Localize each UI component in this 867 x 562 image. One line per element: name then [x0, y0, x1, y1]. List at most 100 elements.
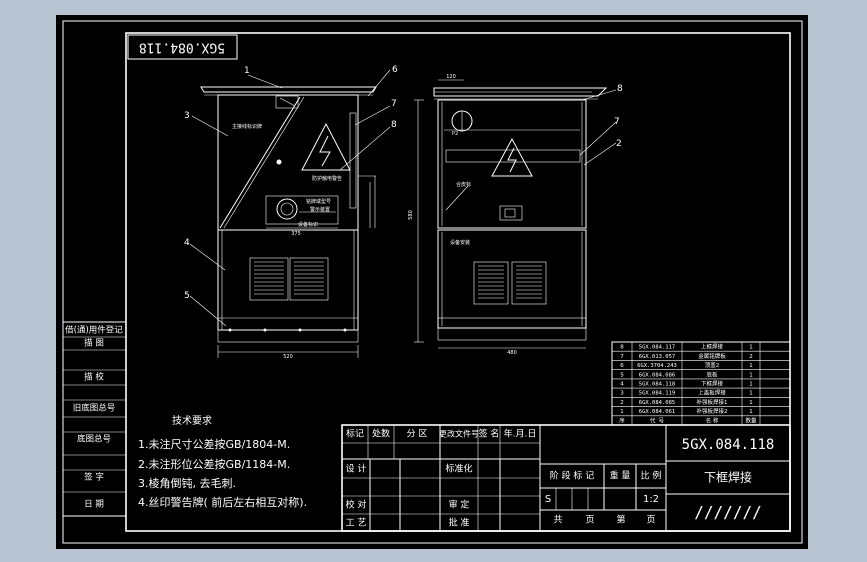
bom-cell: 补强板焊接1 — [697, 398, 728, 406]
bom-cell: 顶盖2 — [705, 361, 720, 369]
strip-reuse: 借(通)用件登记 — [65, 325, 123, 336]
bom-cell: 2 — [620, 400, 624, 406]
front-warning-triangle — [301, 122, 351, 171]
front-callout-7: 7 — [391, 99, 397, 109]
bom-cell: 5 — [620, 372, 624, 378]
bom-cell: 7 — [620, 354, 624, 360]
front-label-warning: 防护触电警告 — [312, 175, 342, 182]
front-vent-right — [289, 257, 329, 301]
bom-cell: 上盖板焊接 — [698, 389, 726, 397]
model-space — [56, 15, 808, 549]
front-callout-5: 5 — [184, 291, 190, 301]
side-dim-580: 580 — [408, 210, 414, 220]
tech-item-2: 2.未注形位公差按GB/1184-M. — [138, 457, 290, 471]
bom-header-cell: 名 称 — [706, 416, 719, 424]
tb-weight-label: 重 量 — [610, 470, 631, 482]
tb-check: 校 对 — [346, 499, 367, 511]
side-vent-right — [511, 261, 547, 305]
strip-sign: 签 字 — [84, 472, 104, 483]
front-dim-width: 520 — [283, 354, 293, 360]
front-callout-8: 8 — [391, 120, 397, 130]
tb-count: 处数 — [372, 428, 390, 440]
bom-cell: 1 — [749, 363, 753, 369]
left-registration-strip: 借(通)用件登记 描 图 描 校 旧底图总号 底图总号 签 字 日 期 — [62, 321, 127, 517]
bom-cell: 6GX.3704.243 — [637, 363, 677, 369]
front-callout-1: 1 — [244, 66, 250, 76]
technical-requirements: 技术要求 1.未注尺寸公差按GB/1804-M. 2.未注形位公差按GB/118… — [138, 414, 307, 509]
tb-design: 设 计 — [346, 463, 367, 475]
tech-heading: 技术要求 — [172, 414, 212, 427]
bom-cell: 6GX.084.085 — [639, 400, 675, 406]
bom-cell: 6GX.084.086 — [639, 372, 675, 378]
bom-cell: 2 — [749, 354, 753, 360]
front-callout-3: 3 — [184, 111, 190, 121]
front-dim-375: 375 — [291, 231, 301, 237]
side-dim-p2: P2 — [452, 131, 458, 137]
outer-frame — [62, 20, 803, 544]
tb-zone: 分 区 — [407, 429, 428, 440]
bom-cell: 金属铭牌板 — [698, 352, 726, 360]
front-view: 1 6 3 7 8 4 5 主接线标识牌 防护触电警告 铭牌或型号 警示装置 设… — [184, 65, 398, 360]
front-label-alarm: 警示装置 — [310, 206, 330, 213]
side-warning-triangle — [491, 137, 533, 177]
side-vent-left — [473, 261, 509, 305]
side-lower-cabinet — [437, 229, 587, 329]
bom-cell: 1 — [749, 372, 753, 378]
bom-cell: 6GX.013.057 — [639, 354, 675, 360]
bom-cell: 下框焊接 — [701, 380, 724, 388]
bom-cell: 8 — [620, 345, 624, 351]
tb-total: 共 — [553, 515, 562, 526]
side-callout-2: 2 — [616, 139, 622, 149]
bom-header-cell: 序 — [619, 416, 625, 424]
tb-part-title: 下框焊接 — [704, 470, 752, 485]
tb-date: 年.月.日 — [504, 428, 537, 440]
strip-trace-check: 描 校 — [84, 372, 104, 383]
tb-material-mark: S — [545, 494, 551, 505]
tb-page-a: 页 — [585, 515, 594, 526]
title-block: 标记 处数 分 区 更改文件号 签 名 年.月.日 设 计 标准化 校 对 工 … — [341, 424, 791, 532]
front-label-nameplate: 铭牌或型号 — [306, 198, 331, 205]
tb-scale-value: 1:2 — [643, 494, 659, 505]
side-dim-480: 480 — [507, 350, 517, 356]
bom-cell: 上框焊接 — [701, 343, 724, 351]
bom-cell: 1 — [620, 409, 624, 415]
front-nameplate — [265, 195, 339, 225]
bom-cell: 底板 — [706, 370, 718, 378]
rotated-code-box: 5GX.084.118 — [127, 34, 238, 60]
strip-old-number: 旧底图总号 — [73, 403, 116, 414]
tech-item-4: 4.丝印警告牌( 前后左右相互对称). — [138, 495, 307, 509]
strip-date: 日 期 — [84, 500, 104, 510]
bom-cell: 3 — [620, 391, 624, 397]
tb-process: 工 艺 — [346, 518, 367, 529]
bom-cell: 1 — [749, 382, 753, 388]
bom-cell: 补强板焊接2 — [697, 407, 728, 415]
front-label-wiring: 主接线标识牌 — [232, 123, 262, 130]
side-upper-enclosure — [437, 99, 587, 229]
tb-approve: 批 准 — [449, 517, 470, 529]
strip-trace: 描 图 — [84, 338, 104, 349]
bom-cell: 6GX.084.061 — [639, 409, 675, 415]
bom-cell: 4 — [620, 382, 624, 388]
side-label-plate: 合皮标 — [456, 181, 471, 188]
bom-cell: 1 — [749, 391, 753, 397]
tb-scale-label: 比 例 — [641, 470, 662, 482]
diagonal-brace — [219, 96, 301, 229]
bom-header-cell: 代 号 — [650, 416, 665, 424]
front-callout-6: 6 — [392, 65, 398, 75]
tb-drawing-code: 5GX.084.118 — [682, 437, 775, 453]
tech-item-1: 1.未注尺寸公差按GB/1804-M. — [138, 437, 290, 451]
side-view: 8 7 2 合皮标 设备安装 120 580 480 P2 — [408, 74, 623, 356]
bom-cell: 5GX.084.119 — [639, 391, 675, 397]
tb-page-b: 页 — [646, 515, 655, 526]
tb-stage-label: 阶 段 标 记 — [550, 470, 595, 482]
bom-cell: 5GX.084.117 — [639, 345, 675, 351]
tb-standard: 标准化 — [445, 463, 472, 475]
tech-item-3: 3.棱角倒钝, 去毛刺. — [138, 476, 236, 490]
bom-cell: 1 — [749, 409, 753, 415]
front-label-device: 设备标识 — [298, 221, 318, 228]
strip-base-number: 底图总号 — [77, 434, 111, 445]
tb-review: 审 定 — [449, 499, 470, 511]
side-callout-8: 8 — [617, 84, 623, 94]
